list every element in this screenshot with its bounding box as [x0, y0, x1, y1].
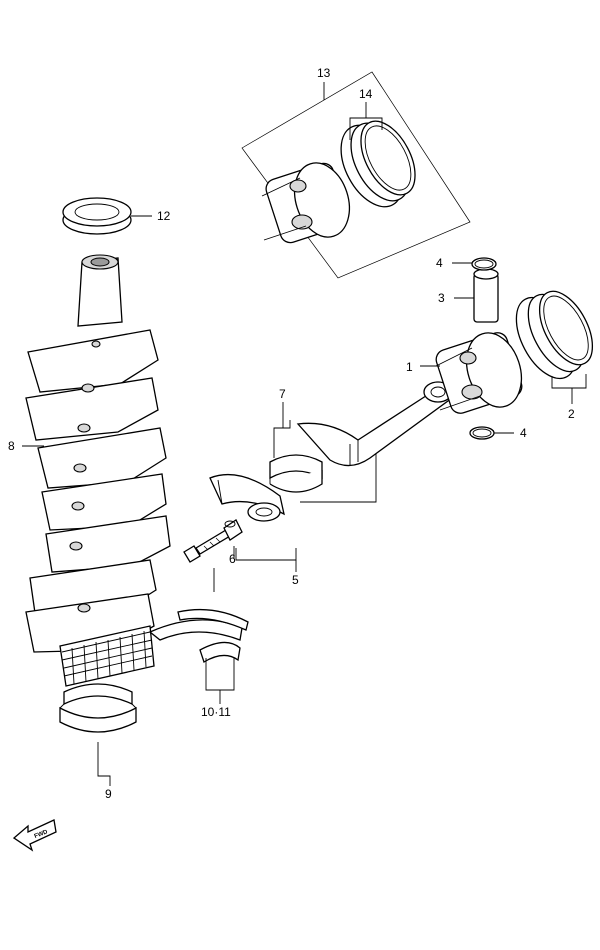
rod-cap-5[interactable]: [209, 474, 285, 522]
dowel-6[interactable]: [223, 519, 243, 541]
callout-1[interactable]: 1: [406, 360, 413, 374]
callout-6[interactable]: 6: [229, 552, 236, 566]
callout-2[interactable]: 2: [568, 407, 575, 421]
main-bearing-9[interactable]: [59, 683, 137, 733]
fwd-label: FWD: [34, 829, 50, 840]
rod-bearing-7[interactable]: [269, 454, 323, 493]
callout-5[interactable]: 5: [292, 573, 299, 587]
connecting-rod-5[interactable]: [296, 381, 453, 467]
callout-13[interactable]: 13: [317, 66, 331, 80]
fwd-arrow-icon: FWD: [12, 819, 57, 852]
crankshaft-8[interactable]: [25, 254, 171, 687]
callout-4-upper[interactable]: 4: [436, 256, 443, 270]
piston-rings-14[interactable]: [328, 112, 426, 217]
oil-seal-12[interactable]: [62, 197, 132, 235]
circlip-4-upper[interactable]: [471, 257, 497, 271]
callout-3[interactable]: 3: [438, 291, 445, 305]
callout-9[interactable]: 9: [105, 787, 112, 801]
thrust-washer-10-11[interactable]: [148, 608, 249, 663]
circlip-4-lower[interactable]: [469, 426, 495, 440]
callout-12[interactable]: 12: [157, 209, 171, 223]
piston-1[interactable]: [434, 326, 531, 416]
piston-pin-3[interactable]: [473, 268, 499, 323]
callout-8[interactable]: 8: [8, 439, 15, 453]
bolt-6[interactable]: [183, 529, 231, 563]
callout-4-lower[interactable]: 4: [520, 426, 527, 440]
piston-rings-2[interactable]: [504, 283, 600, 388]
callout-10-11[interactable]: 10·11: [201, 705, 231, 719]
callout-7[interactable]: 7: [279, 387, 286, 401]
callout-14[interactable]: 14: [359, 87, 373, 101]
piston-13[interactable]: [261, 156, 358, 245]
